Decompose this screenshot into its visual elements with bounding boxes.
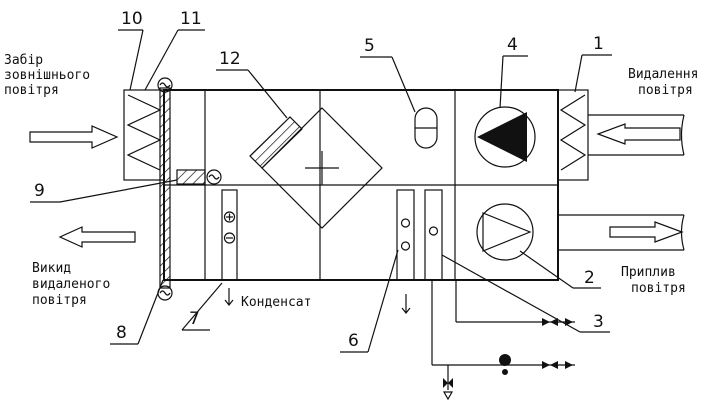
label-10: 10 <box>121 9 143 29</box>
unit-housing <box>163 89 559 281</box>
condensate-arrow-1 <box>224 288 234 306</box>
supply-fan <box>476 203 534 261</box>
label-4: 4 <box>507 35 518 55</box>
heat-exchanger <box>249 107 383 229</box>
coil-right <box>424 189 443 281</box>
filter <box>414 107 438 149</box>
condensate-arrow-2 <box>401 294 411 314</box>
label-6: 6 <box>348 331 359 351</box>
label-2: 2 <box>584 268 595 288</box>
label-1: 1 <box>593 34 604 54</box>
svg-text:Викид: Викид <box>32 261 71 276</box>
piping <box>431 280 575 401</box>
supply-label: Приплив повітря <box>621 265 686 296</box>
exhaust-arrow <box>58 226 136 248</box>
damper-shaft <box>157 77 173 301</box>
svg-text:видаленого: видаленого <box>32 277 110 292</box>
label-9: 9 <box>34 181 45 201</box>
svg-text:Видалення: Видалення <box>628 67 698 82</box>
intake-label: Забір зовнішнього повітря <box>4 53 90 98</box>
supply-duct <box>558 214 685 251</box>
label-12: 12 <box>219 49 241 69</box>
intake-damper <box>123 89 165 181</box>
label-5: 5 <box>364 36 375 56</box>
label-7: 7 <box>189 309 200 329</box>
preheater-coil <box>221 189 238 281</box>
label-8: 8 <box>116 323 127 343</box>
intake-arrow <box>29 125 119 149</box>
svg-text:повітря: повітря <box>4 83 59 98</box>
exhaust-label: Викид видаленого повітря <box>32 261 110 308</box>
svg-text:повітря: повітря <box>631 281 686 296</box>
extract-duct <box>588 114 685 156</box>
bypass-damper <box>176 169 222 185</box>
coil-left <box>396 189 415 281</box>
svg-text:повітря: повітря <box>638 83 693 98</box>
label-3: 3 <box>593 312 604 332</box>
leader-lines <box>30 29 612 353</box>
condensate-label: Конденсат <box>241 295 311 310</box>
svg-text:повітря: повітря <box>32 293 87 308</box>
svg-text:зовнішнього: зовнішнього <box>4 68 90 83</box>
svg-text:Забір: Забір <box>4 53 43 68</box>
extract-damper <box>557 89 589 181</box>
label-11: 11 <box>180 9 202 29</box>
extract-label: Видалення повітря <box>628 67 698 98</box>
svg-text:Приплив: Приплив <box>621 265 676 280</box>
exhaust-fan <box>474 106 536 168</box>
